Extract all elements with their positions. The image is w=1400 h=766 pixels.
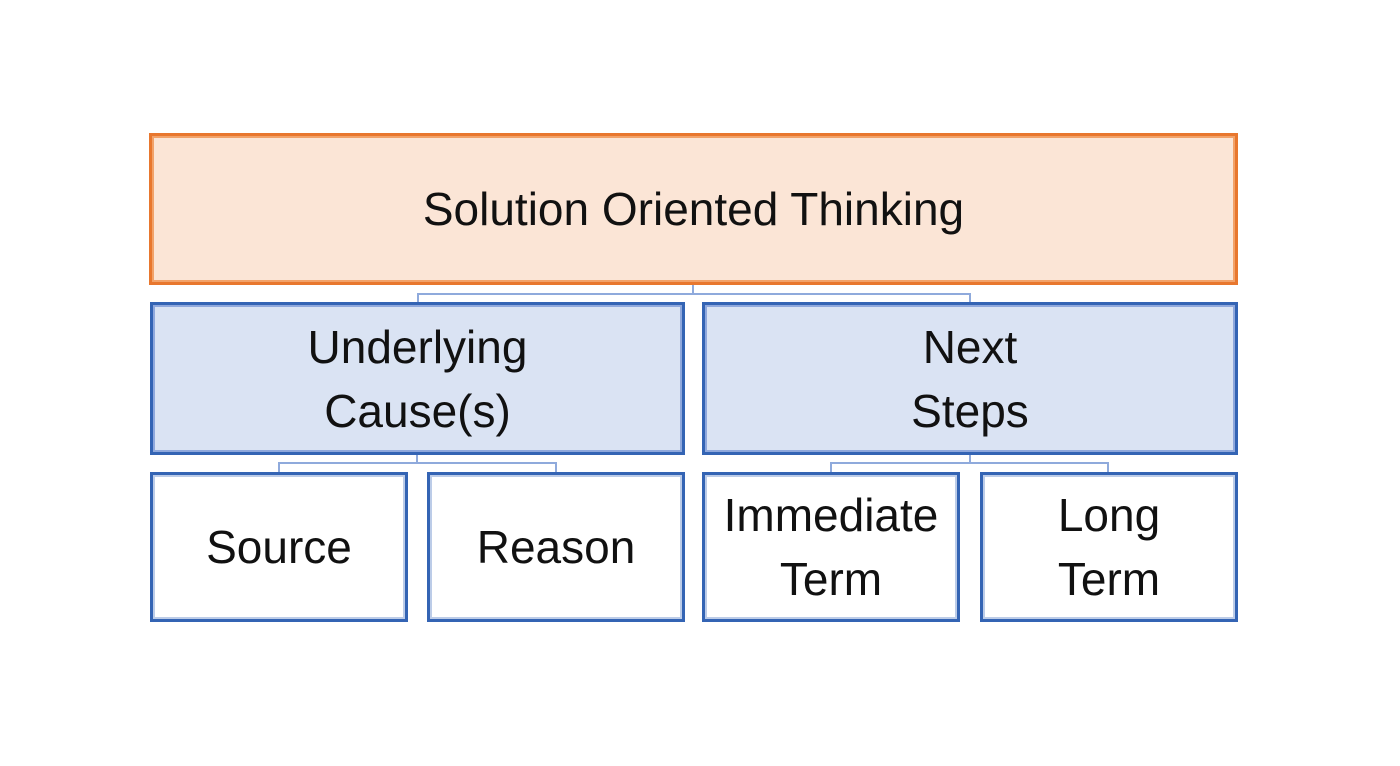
node-label-line1: Immediate bbox=[723, 489, 939, 541]
connector-underlying-bar bbox=[278, 462, 557, 464]
node-next-steps: Next Steps bbox=[702, 302, 1238, 455]
connector-root-stem bbox=[692, 285, 694, 294]
connector-underlying-drop-left bbox=[278, 462, 280, 473]
node-underlying-causes: Underlying Cause(s) bbox=[150, 302, 685, 455]
node-source: Source bbox=[150, 472, 408, 622]
node-label-line2: Term bbox=[1057, 553, 1161, 605]
connector-next-drop-right bbox=[1107, 462, 1109, 473]
node-label: Source bbox=[206, 521, 352, 573]
connector-root-drop-left bbox=[417, 293, 419, 303]
node-label-line2: Steps bbox=[911, 384, 1029, 437]
node-long-term: Long Term bbox=[980, 472, 1238, 622]
node-solution-oriented-thinking: Solution Oriented Thinking bbox=[149, 133, 1238, 285]
connector-root-bar bbox=[417, 293, 971, 295]
node-label-line1: Long bbox=[1057, 489, 1161, 541]
connector-underlying-stem bbox=[416, 455, 418, 463]
node-label-line1: Next bbox=[922, 320, 1018, 373]
connector-next-stem bbox=[969, 455, 971, 463]
node-label: Solution Oriented Thinking bbox=[422, 183, 965, 235]
connector-underlying-drop-right bbox=[555, 462, 557, 473]
node-label-line2: Cause(s) bbox=[324, 384, 511, 437]
node-label: Reason bbox=[476, 521, 636, 573]
connector-next-bar bbox=[830, 462, 1109, 464]
node-reason: Reason bbox=[427, 472, 685, 622]
node-immediate-term: Immediate Term bbox=[702, 472, 960, 622]
node-label-line1: Underlying bbox=[307, 320, 528, 373]
connector-root-drop-right bbox=[969, 293, 971, 303]
connector-next-drop-left bbox=[830, 462, 832, 473]
node-label-line2: Term bbox=[779, 553, 883, 605]
